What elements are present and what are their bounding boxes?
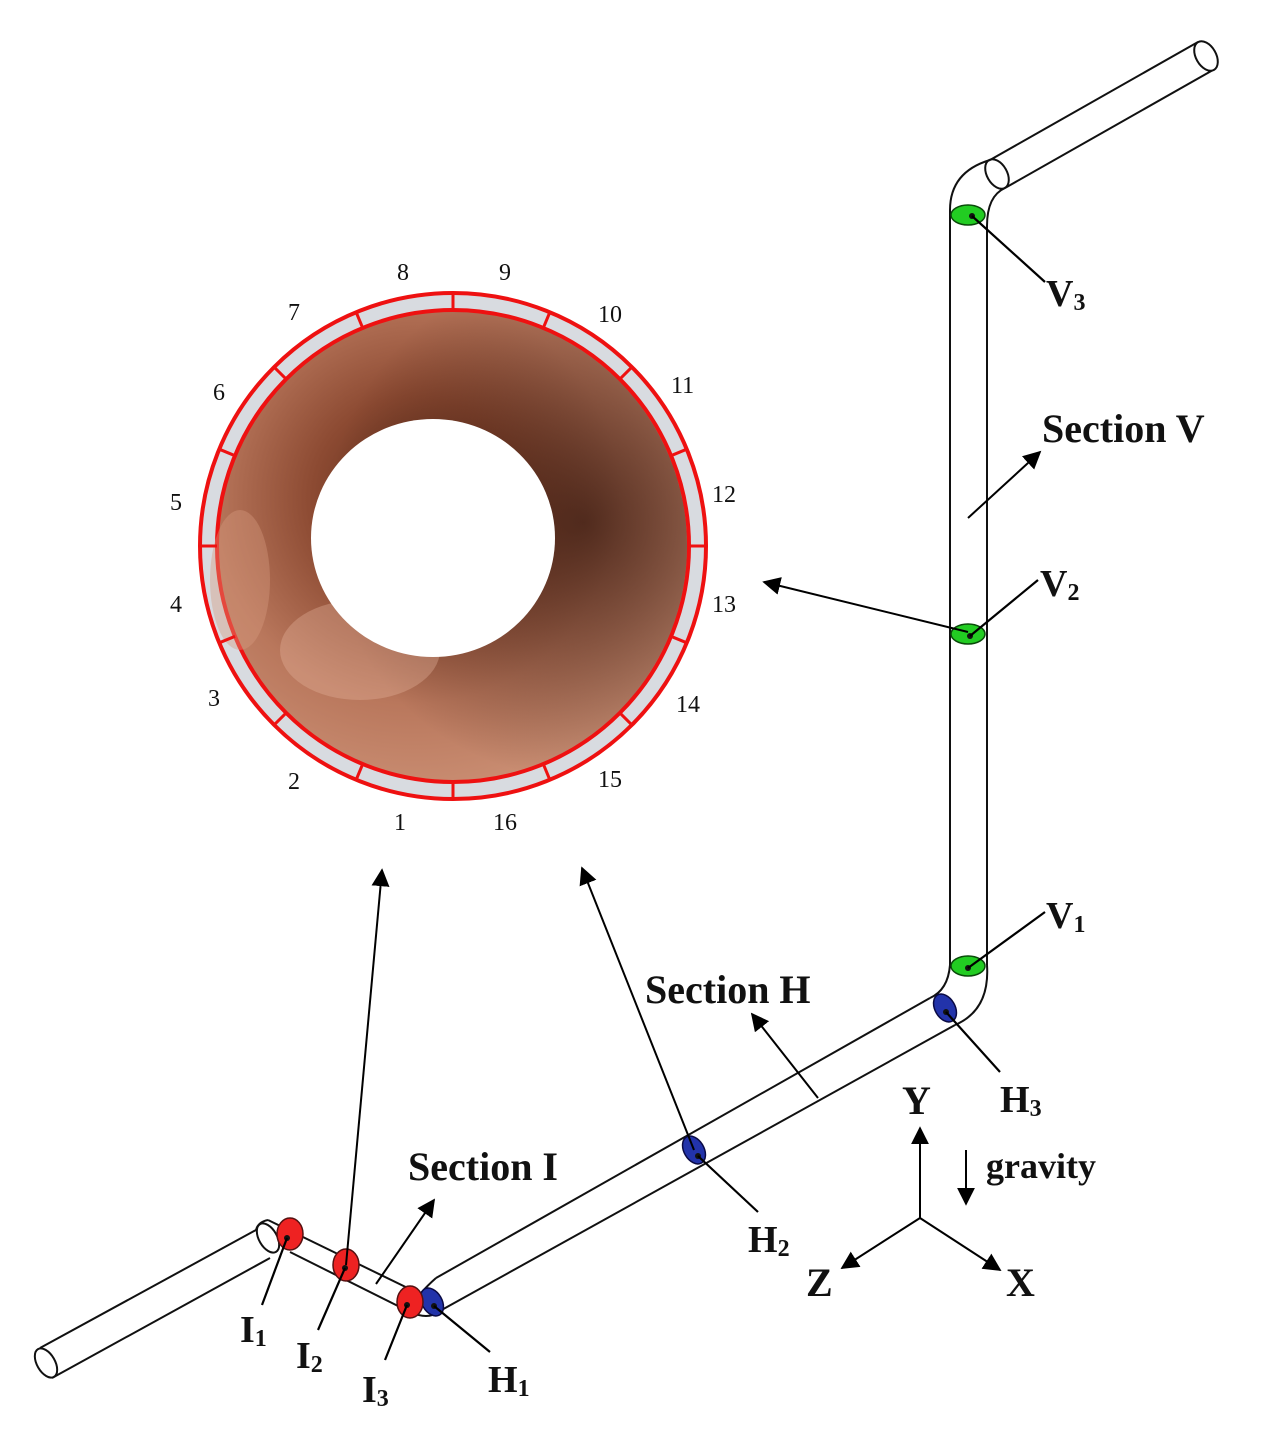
pipe-top-bend bbox=[949, 159, 1006, 227]
ring-tick bbox=[618, 366, 633, 381]
probe-i1-label: I1 bbox=[240, 1309, 267, 1352]
ring-tick bbox=[273, 366, 288, 381]
section-v-label: Section V bbox=[1042, 406, 1205, 451]
ring-number-2: 2 bbox=[288, 769, 300, 795]
ring-number-11: 11 bbox=[671, 373, 694, 399]
pipe-left-inclined bbox=[33, 1219, 281, 1379]
ring-tick bbox=[218, 447, 236, 458]
axis-y-label: Y bbox=[902, 1078, 931, 1123]
coordinate-axes: Y X Z gravity bbox=[806, 1078, 1096, 1305]
gravity-label: gravity bbox=[986, 1146, 1096, 1186]
pointer-from-h2 bbox=[579, 866, 695, 1151]
ring-segment-ticks bbox=[200, 293, 706, 799]
ring-tick bbox=[618, 711, 633, 726]
probe-h1-label: H1 bbox=[488, 1359, 530, 1402]
pipe-horizontal bbox=[435, 997, 956, 1313]
axis-x-label: X bbox=[1006, 1260, 1035, 1305]
cross-section-pointers bbox=[345, 577, 969, 1266]
pointer-from-v2 bbox=[762, 577, 969, 633]
section-h-group: Section H bbox=[645, 967, 819, 1099]
probe-leaders bbox=[260, 215, 1046, 1361]
probe-labels: V3 V2 V1 H3 H2 H1 I1 I2 I3 bbox=[240, 273, 1085, 1412]
ring-tick bbox=[273, 711, 288, 726]
probe-v3-label: V3 bbox=[1046, 273, 1085, 316]
probe-i1-marker bbox=[276, 1217, 304, 1251]
ring-tick bbox=[541, 311, 552, 329]
ring-number-5: 5 bbox=[170, 490, 182, 516]
ring-number-3: 3 bbox=[208, 686, 220, 712]
section-h-label: Section H bbox=[645, 967, 811, 1012]
ring-number-4: 4 bbox=[170, 592, 182, 618]
probe-i2-label: I2 bbox=[296, 1335, 323, 1378]
section-i-label: Section I bbox=[408, 1144, 558, 1189]
ring-number-14: 14 bbox=[676, 692, 700, 718]
ring-tick bbox=[354, 311, 365, 329]
pipe-network bbox=[33, 40, 1219, 1379]
ring-number-6: 6 bbox=[213, 380, 225, 406]
ring-tick bbox=[354, 763, 365, 781]
probe-i3-label: I3 bbox=[362, 1369, 389, 1412]
ring-number-12: 12 bbox=[712, 482, 736, 508]
ring-tick bbox=[541, 763, 552, 781]
probe-h3-label: H3 bbox=[1000, 1079, 1042, 1122]
pipe-top-inclined bbox=[984, 40, 1219, 190]
axis-z-label: Z bbox=[806, 1260, 833, 1305]
ring-number-15: 15 bbox=[598, 767, 622, 793]
section-v-group: Section V bbox=[967, 406, 1205, 519]
pipe-vertical bbox=[949, 210, 988, 965]
probe-v1-label: V1 bbox=[1046, 895, 1085, 938]
probe-h2-label: H2 bbox=[748, 1219, 790, 1262]
ring-number-1: 1 bbox=[394, 810, 406, 836]
ring-tick bbox=[218, 634, 236, 645]
pipe-bottom-bend bbox=[929, 964, 989, 1026]
ring-numbers: 1 2 3 4 5 6 7 8 9 10 11 12 13 14 15 16 bbox=[170, 260, 736, 836]
ring-tick bbox=[670, 447, 688, 458]
pipe-cross-section bbox=[198, 291, 708, 801]
section-i-group: Section I bbox=[375, 1144, 558, 1285]
ring-number-9: 9 bbox=[499, 260, 511, 286]
ring-number-7: 7 bbox=[288, 300, 300, 326]
probe-v2-label: V2 bbox=[1040, 563, 1079, 606]
probe-i3-marker bbox=[396, 1285, 424, 1319]
ring-number-10: 10 bbox=[598, 302, 622, 328]
ring-number-13: 13 bbox=[712, 592, 736, 618]
ring-tick bbox=[670, 634, 688, 645]
ring-number-8: 8 bbox=[397, 260, 409, 286]
pointer-from-i2 bbox=[345, 868, 390, 1266]
ring-number-16: 16 bbox=[493, 810, 517, 836]
